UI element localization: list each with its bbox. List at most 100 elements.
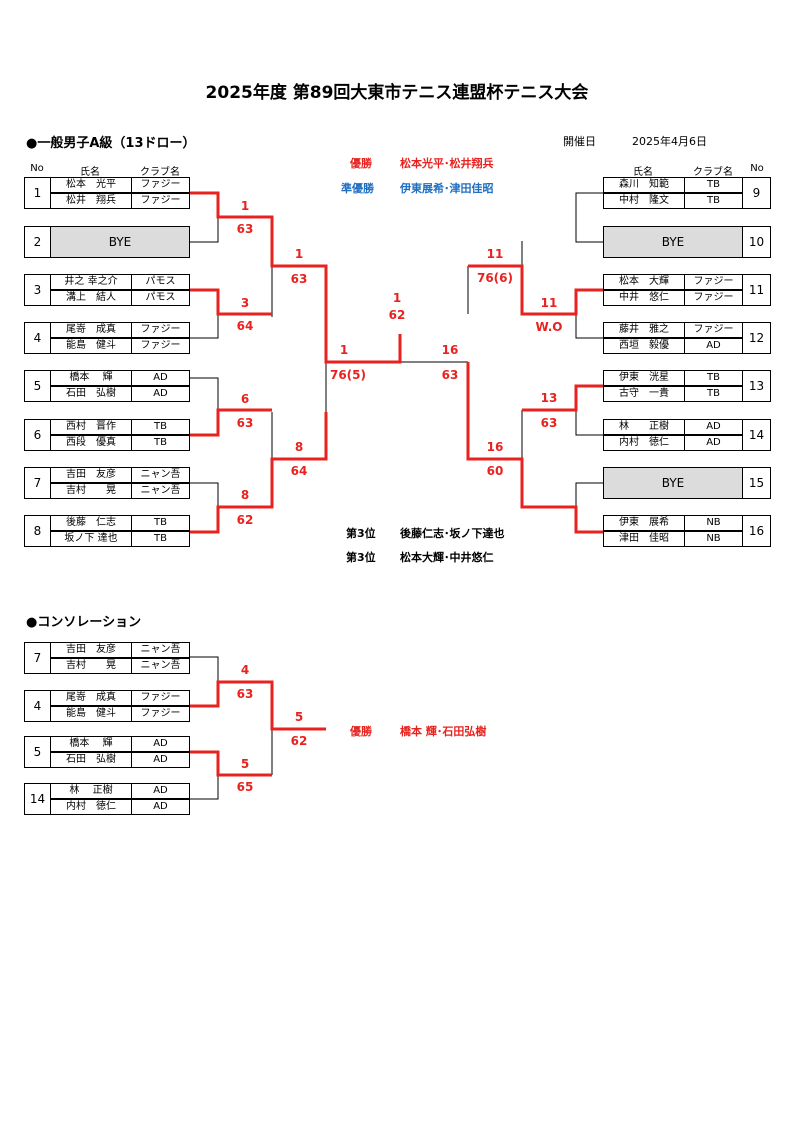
club-name: TB bbox=[707, 179, 720, 190]
player-row: 尾嵜 成真ファジー bbox=[50, 322, 190, 338]
seed-number: 9 bbox=[742, 177, 771, 209]
club-name: ファジー bbox=[693, 324, 734, 335]
club-name: TB bbox=[707, 195, 720, 206]
header-name-right: 氏名 bbox=[633, 167, 653, 178]
match-score: 63 bbox=[236, 687, 254, 701]
match-score: 76(6) bbox=[476, 271, 514, 285]
bye-slot: BYE bbox=[603, 226, 743, 258]
club-name: ファジー bbox=[140, 340, 181, 351]
player-name: 伊東 展希 bbox=[604, 516, 685, 530]
player-row: 溝上 結人パモス bbox=[50, 290, 190, 306]
player-name: 井之 幸之介 bbox=[51, 275, 132, 289]
player-row: 伊東 洸星 TB bbox=[603, 370, 743, 386]
club-name: TB bbox=[154, 533, 167, 544]
third-place-label-2: 第3位 bbox=[346, 551, 376, 564]
seed-number: 4 bbox=[24, 322, 51, 354]
player-name: 伊東 洸星 bbox=[604, 371, 685, 385]
player-name: 橋本 輝 bbox=[51, 371, 132, 385]
winner-names: 松本光平･松井翔兵 bbox=[400, 157, 494, 170]
player-row: 尾嵜 成真ファジー bbox=[50, 690, 190, 706]
club-name: ファジー bbox=[140, 708, 181, 719]
seed-number: 8 bbox=[24, 515, 51, 547]
club-name: AD bbox=[153, 388, 168, 399]
match-winner: 13 bbox=[540, 391, 558, 405]
seed-number: 16 bbox=[742, 515, 771, 547]
club-name: ファジー bbox=[140, 179, 181, 190]
player-row: 能島 健斗ファジー bbox=[50, 338, 190, 354]
player-row: 井之 幸之介パモス bbox=[50, 274, 190, 290]
seed-number: 6 bbox=[24, 419, 51, 451]
player-row: 橋本 輝 AD bbox=[50, 370, 190, 386]
player-name: 尾嵜 成真 bbox=[51, 691, 132, 705]
club-name: パモス bbox=[145, 292, 176, 303]
player-name: 吉田 友彦 bbox=[51, 643, 132, 657]
header-name-left: 氏名 bbox=[80, 167, 100, 178]
match-winner: 1 bbox=[294, 247, 304, 261]
club-name: TB bbox=[154, 517, 167, 528]
player-name: 中井 悠仁 bbox=[604, 291, 685, 305]
player-row: 吉村 晃ニャン吾 bbox=[50, 483, 190, 499]
club-name: ファジー bbox=[140, 692, 181, 703]
seed-number: 7 bbox=[24, 642, 51, 674]
seed-number: 10 bbox=[742, 226, 771, 258]
match-score: 76(5) bbox=[329, 368, 367, 382]
seed-number: 4 bbox=[24, 690, 51, 722]
player-row: 松本 光平ファジー bbox=[50, 177, 190, 193]
player-name: 吉田 友彦 bbox=[51, 468, 132, 482]
club-name: AD bbox=[153, 372, 168, 383]
match-score: 65 bbox=[236, 780, 254, 794]
seed-number: 13 bbox=[742, 370, 771, 402]
player-name: 津田 佳昭 bbox=[604, 532, 685, 546]
club-name: AD bbox=[706, 421, 721, 432]
club-name: AD bbox=[153, 785, 168, 796]
match-winner: 1 bbox=[339, 343, 349, 357]
runner-up-names: 伊東展希･津田佳昭 bbox=[400, 182, 494, 195]
club-name: TB bbox=[707, 388, 720, 399]
player-name: 松井 翔兵 bbox=[51, 194, 132, 208]
match-winner: 5 bbox=[240, 757, 250, 771]
match-winner: 4 bbox=[240, 663, 250, 677]
header-no-right: No bbox=[750, 163, 764, 174]
seed-number: 12 bbox=[742, 322, 771, 354]
final-score: 62 bbox=[290, 734, 308, 748]
player-name: 林 正樹 bbox=[604, 420, 685, 434]
player-name: 内村 徳仁 bbox=[604, 436, 685, 450]
final-winner: 1 bbox=[392, 291, 402, 305]
player-name: 吉村 晃 bbox=[51, 659, 132, 673]
club-name: ニャン吾 bbox=[140, 644, 181, 655]
match-winner: 11 bbox=[486, 247, 504, 261]
player-row: 松本 大輝ファジー bbox=[603, 274, 743, 290]
match-score: 64 bbox=[290, 464, 308, 478]
seed-number: 3 bbox=[24, 274, 51, 306]
match-score: 63 bbox=[236, 416, 254, 430]
player-row: 吉村 晃ニャン吾 bbox=[50, 658, 190, 674]
seed-number: 7 bbox=[24, 467, 51, 499]
player-name: 能島 健斗 bbox=[51, 339, 132, 353]
consolation-heading: ●コンソレーション bbox=[26, 615, 142, 630]
club-name: AD bbox=[706, 340, 721, 351]
club-name: ニャン吾 bbox=[140, 485, 181, 496]
club-name: TB bbox=[707, 372, 720, 383]
player-name: 西段 優真 bbox=[51, 436, 132, 450]
seed-number: 11 bbox=[742, 274, 771, 306]
player-name: 内村 徳仁 bbox=[51, 800, 132, 814]
player-row: 林 正樹 AD bbox=[603, 419, 743, 435]
seed-number: 1 bbox=[24, 177, 51, 209]
player-name: 西村 晋作 bbox=[51, 420, 132, 434]
club-name: ニャン吾 bbox=[140, 469, 181, 480]
consolation-winner-names: 橋本 輝･石田弘樹 bbox=[400, 725, 487, 738]
seed-number: 14 bbox=[742, 419, 771, 451]
seed-number: 5 bbox=[24, 736, 51, 768]
club-name: AD bbox=[153, 754, 168, 765]
match-winner: 16 bbox=[441, 343, 459, 357]
